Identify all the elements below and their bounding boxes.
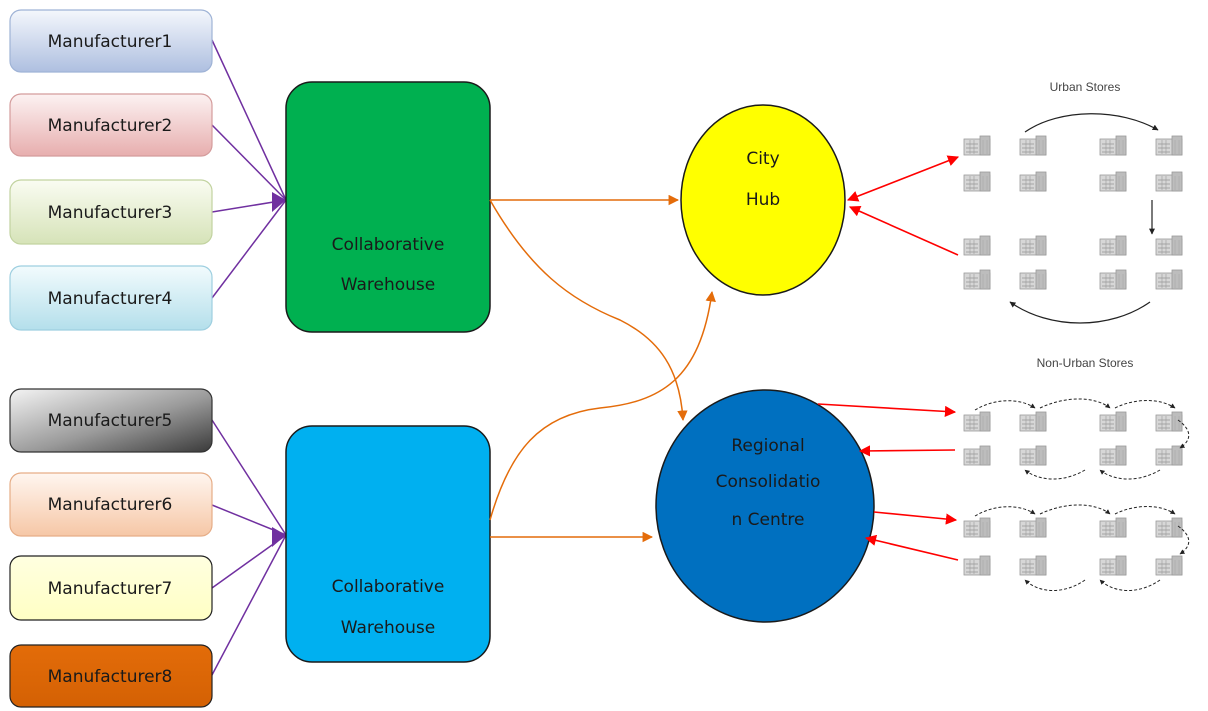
store-icon bbox=[1155, 517, 1183, 538]
store-icon bbox=[963, 411, 991, 432]
store-icon bbox=[1099, 235, 1127, 256]
manufacturer-box-7: Manufacturer7 bbox=[9, 555, 213, 621]
store-icon bbox=[1019, 517, 1047, 538]
store-icon bbox=[1155, 445, 1183, 466]
manufacturer-label: Manufacturer2 bbox=[48, 116, 173, 136]
manufacturer-box-3: Manufacturer3 bbox=[9, 179, 213, 245]
collaborative-warehouse-bottom: Collaborative Warehouse bbox=[285, 425, 491, 663]
store-icon bbox=[963, 135, 991, 156]
store-icon bbox=[963, 269, 991, 290]
manufacturer-label: Manufacturer4 bbox=[48, 289, 173, 309]
manufacturer-label: Manufacturer3 bbox=[48, 203, 173, 223]
purple-junction-bottom bbox=[272, 527, 286, 547]
city-hub-label-line2: Hub bbox=[746, 190, 780, 210]
store-icon bbox=[963, 445, 991, 466]
store-icon bbox=[1099, 135, 1127, 156]
store-icon bbox=[1019, 269, 1047, 290]
warehouse-flows bbox=[489, 194, 716, 543]
purple-junction-top bbox=[272, 192, 286, 212]
store-icon bbox=[1019, 171, 1047, 192]
manufacturer-box-6: Manufacturer6 bbox=[9, 472, 213, 537]
store-icon bbox=[1099, 269, 1127, 290]
non-urban-stores-title: Non-Urban Stores bbox=[1037, 356, 1134, 370]
collaborative-warehouse-top: Collaborative Warehouse bbox=[285, 81, 491, 333]
manufacturer-connectors bbox=[211, 39, 287, 676]
store-icon bbox=[1099, 445, 1127, 466]
store-icon bbox=[1019, 445, 1047, 466]
store-icon bbox=[1155, 555, 1183, 576]
regional-consolidation-centre-node: Regional Consolidatio n Centre bbox=[655, 389, 875, 623]
store-icon bbox=[1155, 171, 1183, 192]
manufacturer-box-5: Manufacturer5 bbox=[9, 388, 213, 453]
manufacturer-box-8: Manufacturer8 bbox=[9, 644, 213, 708]
manufacturer-label: Manufacturer5 bbox=[48, 411, 173, 431]
regional-centre-label-line3: n Centre bbox=[731, 510, 804, 530]
warehouse-label-line1: Collaborative bbox=[332, 235, 445, 255]
store-icon bbox=[963, 555, 991, 576]
store-icon bbox=[1155, 135, 1183, 156]
store-icon bbox=[963, 235, 991, 256]
city-hub-node: City Hub bbox=[680, 104, 846, 296]
urban-stores-title: Urban Stores bbox=[1050, 80, 1121, 94]
manufacturer-box-1: Manufacturer1 bbox=[9, 9, 213, 73]
store-icon bbox=[963, 171, 991, 192]
store-icon bbox=[1019, 411, 1047, 432]
store-icon bbox=[1099, 517, 1127, 538]
urban-stores-group: Urban Stores bbox=[963, 80, 1183, 324]
store-icon bbox=[1155, 235, 1183, 256]
warehouse-label-line2: Warehouse bbox=[341, 618, 435, 638]
store-flows bbox=[817, 155, 960, 561]
store-icon bbox=[1099, 171, 1127, 192]
warehouse-label-line2: Warehouse bbox=[341, 275, 435, 295]
manufacturer-label: Manufacturer7 bbox=[48, 579, 173, 599]
store-icon bbox=[1099, 555, 1127, 576]
city-hub-label-line1: City bbox=[746, 149, 779, 169]
store-icon bbox=[1099, 411, 1127, 432]
regional-centre-label-line2: Consolidatio bbox=[716, 472, 821, 492]
manufacturer-label: Manufacturer8 bbox=[48, 667, 173, 687]
warehouse-label-line1: Collaborative bbox=[332, 577, 445, 597]
regional-centre-label-line1: Regional bbox=[731, 436, 804, 456]
manufacturer-box-4: Manufacturer4 bbox=[9, 265, 213, 331]
store-icon bbox=[1155, 411, 1183, 432]
store-icon bbox=[1155, 269, 1183, 290]
manufacturer-label: Manufacturer6 bbox=[48, 495, 173, 515]
store-icon bbox=[1019, 555, 1047, 576]
store-icon bbox=[963, 517, 991, 538]
non-urban-stores-group: Non-Urban Stores bbox=[963, 356, 1190, 591]
store-icon bbox=[1019, 235, 1047, 256]
store-icon bbox=[1019, 135, 1047, 156]
manufacturer-label: Manufacturer1 bbox=[48, 32, 173, 52]
manufacturer-box-2: Manufacturer2 bbox=[9, 93, 213, 157]
